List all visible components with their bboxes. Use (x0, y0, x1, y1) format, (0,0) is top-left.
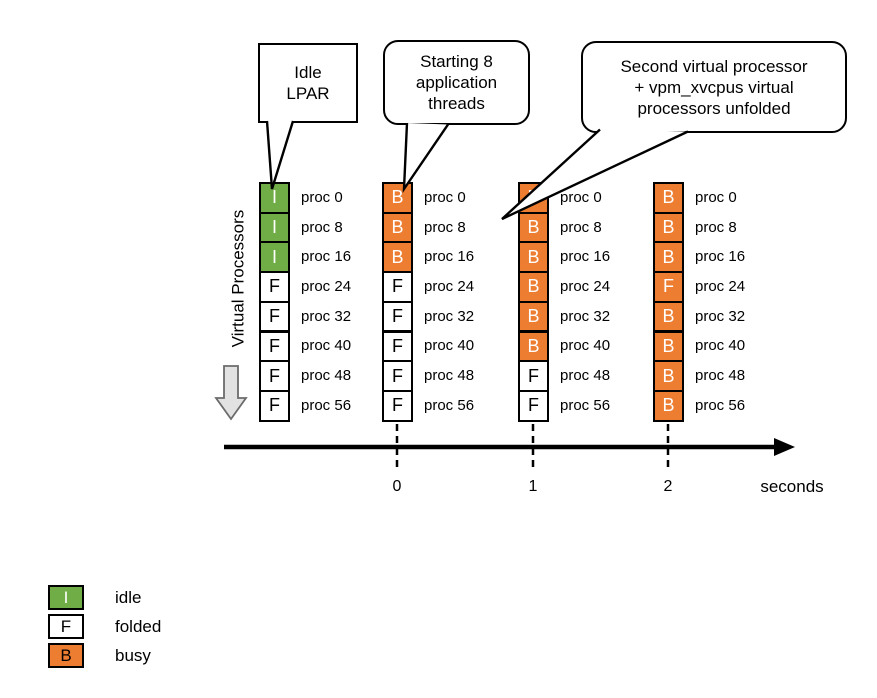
timeline-unit-label: seconds (760, 477, 824, 496)
vp-cell-col0-row7: F (259, 389, 290, 422)
proc-label-col3-row7: proc 56 (695, 396, 746, 414)
proc-label-col3-row4: proc 32 (695, 307, 746, 325)
callout-processors-unfolded: Second virtual processor + vpm_xvcpus vi… (581, 41, 847, 133)
proc-label-col3-row1: proc 8 (695, 218, 737, 236)
vp-cell-col2-row5: B (518, 330, 549, 363)
vp-cell-col0-row5: F (259, 330, 290, 363)
proc-label-col1-row0: proc 0 (424, 188, 466, 206)
proc-label-col3-row0: proc 0 (695, 188, 737, 206)
proc-label-col1-row1: proc 8 (424, 218, 466, 236)
proc-label-col3-row5: proc 40 (695, 337, 746, 355)
vp-cell-col1-row5: F (382, 330, 413, 363)
proc-label-col2-row2: proc 16 (560, 248, 611, 266)
vp-cell-col0-row6: F (259, 360, 290, 392)
proc-label-col1-row7: proc 56 (424, 396, 475, 414)
vp-cell-col3-row5: B (653, 330, 684, 363)
vp-cell-col2-row6: F (518, 360, 549, 392)
proc-label-col0-row5: proc 40 (301, 337, 352, 355)
vp-cell-col2-row0: B (518, 182, 549, 214)
proc-label-col2-row4: proc 32 (560, 307, 611, 325)
proc-label-col1-row4: proc 32 (424, 307, 475, 325)
proc-label-col0-row6: proc 48 (301, 367, 352, 385)
vp-cell-col1-row4: F (382, 300, 413, 333)
vp-cell-col0-row2: I (259, 241, 290, 274)
vp-cell-col1-row2: B (382, 241, 413, 274)
vp-cell-col3-row4: B (653, 300, 684, 333)
proc-label-col0-row2: proc 16 (301, 248, 352, 266)
y-axis-label: Virtual Processors (228, 209, 248, 348)
vp-cell-col0-row1: I (259, 211, 290, 244)
callout-tail-starting-threads (402, 122, 449, 194)
vp-cell-col3-row1: B (653, 211, 684, 244)
proc-label-col2-row7: proc 56 (560, 396, 611, 414)
proc-label-col2-row3: proc 24 (560, 277, 611, 295)
proc-label-col0-row4: proc 32 (301, 307, 352, 325)
legend-swatch-folded: F (48, 614, 84, 639)
proc-label-col3-row6: proc 48 (695, 367, 746, 385)
down-arrow-icon (214, 365, 248, 421)
proc-label-col0-row0: proc 0 (301, 188, 343, 206)
vp-cell-col0-row3: F (259, 271, 290, 303)
vp-cell-col2-row3: B (518, 271, 549, 303)
vp-cell-col1-row3: F (382, 271, 413, 303)
vp-cell-col2-row1: B (518, 211, 549, 244)
vp-cell-col2-row4: B (518, 300, 549, 333)
vp-cell-col3-row6: B (653, 360, 684, 392)
vp-cell-col1-row1: B (382, 211, 413, 244)
timeline-arrow (224, 438, 795, 456)
vp-cell-col0-row0: I (259, 182, 290, 214)
legend-swatch-idle: I (48, 585, 84, 610)
proc-label-col2-row6: proc 48 (560, 367, 611, 385)
proc-label-col0-row1: proc 8 (301, 218, 343, 236)
proc-label-col2-row5: proc 40 (560, 337, 611, 355)
proc-label-col0-row7: proc 56 (301, 396, 352, 414)
vp-cell-col0-row4: F (259, 300, 290, 333)
vp-cell-col3-row2: B (653, 241, 684, 274)
proc-label-col3-row2: proc 16 (695, 248, 746, 266)
tick-label-0: 0 (392, 478, 402, 495)
callout-starting-threads: Starting 8 application threads (383, 40, 530, 125)
vp-cell-col3-row0: B (653, 182, 684, 214)
legend-label-idle: idle (115, 588, 142, 607)
proc-label-col2-row0: proc 0 (560, 188, 602, 206)
legend-swatch-busy: B (48, 643, 84, 668)
tick-label-2: 2 (663, 478, 673, 495)
legend-label-busy: busy (115, 646, 151, 665)
legend-label-folded: folded (115, 617, 162, 636)
callout-tail-idle-lpar (265, 120, 295, 190)
vp-cell-col1-row6: F (382, 360, 413, 392)
proc-label-col0-row3: proc 24 (301, 277, 352, 295)
vp-cell-col1-row7: F (382, 389, 413, 422)
vp-cell-col3-row3: F (653, 271, 684, 303)
proc-label-col1-row6: proc 48 (424, 367, 475, 385)
proc-label-col1-row5: proc 40 (424, 337, 475, 355)
vp-cell-col3-row7: B (653, 389, 684, 422)
vp-cell-col2-row7: F (518, 389, 549, 422)
proc-label-col2-row1: proc 8 (560, 218, 602, 236)
proc-label-col1-row3: proc 24 (424, 277, 475, 295)
proc-label-col1-row2: proc 16 (424, 248, 475, 266)
vp-cell-col2-row2: B (518, 241, 549, 274)
vp-cell-col1-row0: B (382, 182, 413, 214)
callout-idle-lpar: Idle LPAR (258, 43, 358, 123)
tick-label-1: 1 (528, 478, 538, 495)
proc-label-col3-row3: proc 24 (695, 277, 746, 295)
timeline-dashed-ticks (395, 424, 670, 469)
